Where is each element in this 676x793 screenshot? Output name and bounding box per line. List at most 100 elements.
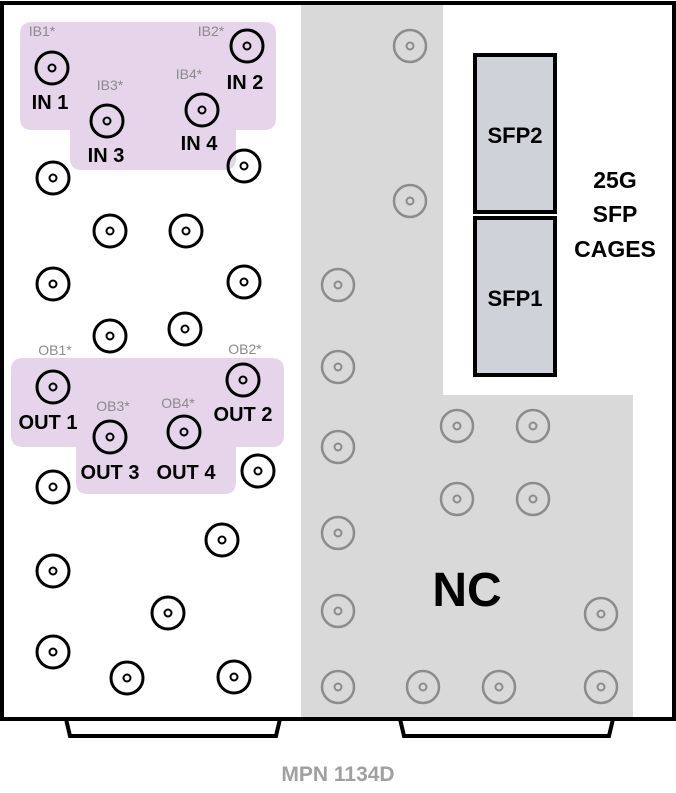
out2-label: OUT 2 xyxy=(214,404,273,426)
connector-pin xyxy=(452,494,462,504)
connector-pin xyxy=(48,279,58,289)
connector-33[interactable] xyxy=(439,408,475,444)
connector-31[interactable] xyxy=(320,593,356,629)
connector-29[interactable] xyxy=(320,429,356,465)
connector-pin xyxy=(333,606,343,616)
connector-pin xyxy=(179,427,189,437)
connector-26[interactable] xyxy=(392,183,428,219)
connector-pin xyxy=(48,647,58,657)
connector-30[interactable] xyxy=(320,515,356,551)
connector-pin xyxy=(122,673,132,683)
out1-connector[interactable] xyxy=(35,369,71,405)
input-group-highlight xyxy=(20,22,276,170)
connector-35[interactable] xyxy=(439,481,475,517)
connector-ring xyxy=(35,469,71,505)
connector-pin xyxy=(163,608,173,618)
connector-ring xyxy=(92,419,128,455)
connector-pin xyxy=(180,324,190,334)
nc-region xyxy=(301,3,633,719)
connector-pin xyxy=(242,41,252,51)
connector-21[interactable] xyxy=(150,595,186,631)
connector-pin xyxy=(181,226,191,236)
connector-39[interactable] xyxy=(583,596,619,632)
mpn-label: MPN 1134D xyxy=(281,763,394,786)
in2-connector[interactable] xyxy=(229,28,265,64)
connector-38[interactable] xyxy=(481,669,517,705)
connector-pin xyxy=(596,682,606,692)
connector-ring xyxy=(439,408,475,444)
connector-ring xyxy=(392,183,428,219)
connector-20[interactable] xyxy=(35,553,71,589)
connector-16[interactable] xyxy=(167,311,203,347)
connector-pin xyxy=(494,682,504,692)
connector-40[interactable] xyxy=(583,669,619,705)
connector-pin xyxy=(418,682,428,692)
out4-connector[interactable] xyxy=(166,414,202,450)
out3-label: OUT 3 xyxy=(81,462,140,484)
ib4-label: IB4* xyxy=(176,66,203,82)
out2-connector[interactable] xyxy=(225,362,261,398)
connector-pin xyxy=(105,331,115,341)
connector-23[interactable] xyxy=(109,660,145,696)
connector-10[interactable] xyxy=(226,148,262,184)
ob2-label: OB2* xyxy=(228,341,262,357)
in1-connector[interactable] xyxy=(34,50,70,86)
ob4-label: OB4* xyxy=(161,395,195,411)
connector-12[interactable] xyxy=(168,213,204,249)
connector-ring xyxy=(35,369,71,405)
connector-ring xyxy=(583,596,619,632)
connector-27[interactable] xyxy=(320,267,356,303)
connector-32[interactable] xyxy=(320,669,356,705)
sfp2-label: SFP2 xyxy=(487,123,542,148)
connector-11[interactable] xyxy=(92,213,128,249)
connector-37[interactable] xyxy=(405,669,441,705)
connector-ring xyxy=(515,481,551,517)
connector-pin xyxy=(333,682,343,692)
connector-25[interactable] xyxy=(392,28,428,64)
connector-17[interactable] xyxy=(35,469,71,505)
connector-pin xyxy=(102,116,112,126)
output-group-highlight xyxy=(11,358,284,494)
connector-ring xyxy=(166,414,202,450)
connector-ring xyxy=(168,213,204,249)
cages-label-line1: 25G xyxy=(593,167,636,193)
connector-13[interactable] xyxy=(35,266,71,302)
connector-ring xyxy=(35,266,71,302)
connector-ring xyxy=(226,148,262,184)
connector-36[interactable] xyxy=(515,481,551,517)
sfp1-cage[interactable] xyxy=(473,216,557,377)
out3-connector[interactable] xyxy=(92,419,128,455)
panel-outline xyxy=(0,1,676,721)
in3-connector[interactable] xyxy=(89,103,125,139)
connector-ring xyxy=(320,349,356,385)
mounting-foot-right xyxy=(398,718,615,738)
connector-ring xyxy=(150,595,186,631)
connector-18[interactable] xyxy=(240,453,276,489)
connector-pin xyxy=(405,41,415,51)
connector-19[interactable] xyxy=(204,522,240,558)
in4-connector[interactable] xyxy=(184,92,220,128)
connector-28[interactable] xyxy=(320,349,356,385)
sfp1-label: SFP1 xyxy=(487,286,542,311)
connector-pin xyxy=(229,672,239,682)
connector-pin xyxy=(48,566,58,576)
cages-label-line3: CAGES xyxy=(574,236,656,262)
ob3-label: OB3* xyxy=(96,398,130,414)
connector-15[interactable] xyxy=(92,318,128,354)
connector-pin xyxy=(333,362,343,372)
connector-22[interactable] xyxy=(35,634,71,670)
connector-pin xyxy=(528,494,538,504)
connector-ring xyxy=(392,28,428,64)
connector-pin xyxy=(333,442,343,452)
cages-label-line2: SFP xyxy=(593,201,638,227)
sfp2-cage[interactable] xyxy=(473,53,557,214)
connector-ring xyxy=(216,659,252,695)
connector-14[interactable] xyxy=(226,264,262,300)
connector-34[interactable] xyxy=(515,408,551,444)
connector-pin xyxy=(48,482,58,492)
connector-9[interactable] xyxy=(35,160,71,196)
connector-ring xyxy=(35,553,71,589)
connector-ring xyxy=(35,160,71,196)
in4-label: IN 4 xyxy=(181,133,219,155)
connector-24[interactable] xyxy=(216,659,252,695)
